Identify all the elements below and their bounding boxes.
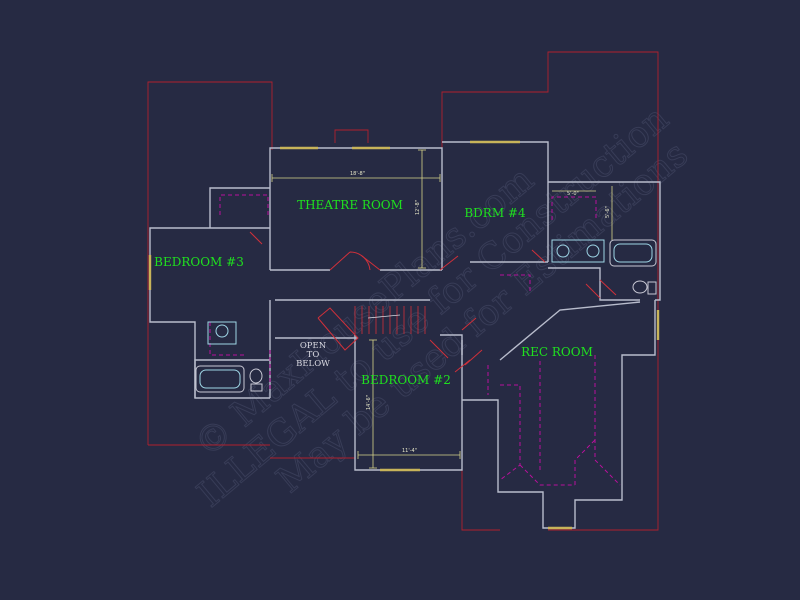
open-to-below-line-3: BELOW	[296, 359, 330, 369]
dimension-lines	[271, 149, 613, 469]
bdrm4-closet-dimension: 5'-0"	[567, 191, 579, 197]
theatre-depth-dimension: 12'-8"	[415, 200, 421, 215]
bdrm4-label: BDRM #4	[464, 206, 526, 220]
stairs	[317, 306, 426, 351]
bedroom3-label: BEDROOM #3	[154, 255, 244, 269]
theatre-room-label: THEATRE ROOM	[297, 198, 403, 212]
windows	[148, 140, 660, 530]
rec-room-label: REC ROOM	[521, 345, 593, 359]
bedroom2-depth-dimension: 14'-6"	[366, 395, 372, 410]
bath-fixtures	[195, 239, 657, 393]
bedroom2-width-dimension: 11'-4"	[402, 448, 417, 454]
theatre-width-dimension: 18'-8"	[350, 171, 365, 177]
open-to-below-line-1: OPEN	[300, 341, 327, 351]
bdrm4-side-dimension: 5'-6"	[605, 206, 611, 218]
roof-outline	[147, 51, 659, 531]
doors	[249, 231, 617, 373]
bedroom2-label: BEDROOM #2	[361, 373, 451, 387]
watermark-line-2: ILLEGAL to use for Construction	[190, 98, 677, 516]
open-to-below-line-2: TO	[307, 350, 320, 360]
dashed-lines	[209, 194, 621, 486]
